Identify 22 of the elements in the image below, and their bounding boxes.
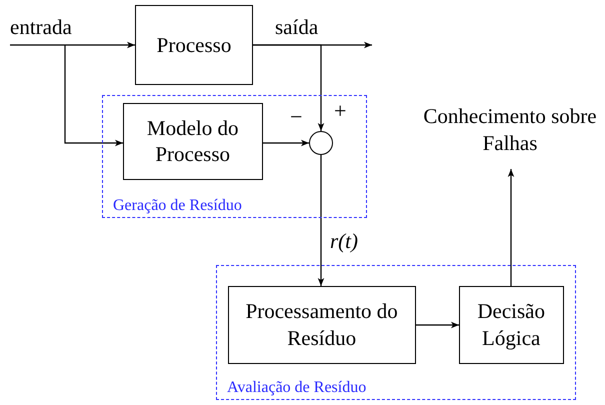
edge-label: r(t) (330, 230, 358, 254)
process-box: Processo (135, 5, 253, 85)
arrow (10, 42, 135, 48)
arrow (263, 140, 309, 146)
sign-label: + (334, 100, 346, 122)
sign-label: − (290, 106, 302, 128)
arrow (416, 322, 459, 328)
arrow (253, 44, 324, 131)
dashed-group-box (102, 95, 367, 218)
process-box: Modelo do Processo (122, 102, 263, 180)
group-title: Geração de Resíduo (113, 197, 242, 215)
text-label: entrada (10, 14, 110, 45)
arrow (318, 155, 324, 286)
process-box: Decisão Lógica (458, 286, 564, 364)
group-title: Avaliação de Resíduo (227, 379, 366, 397)
text-label: Conhecimento sobre Falhas (420, 103, 600, 169)
arrow (508, 169, 514, 286)
summing-junction (308, 130, 333, 155)
arrow (64, 45, 123, 146)
process-box: Processamento do Resíduo (228, 286, 416, 364)
text-label: saída (275, 14, 372, 45)
dashed-group-box (216, 265, 576, 400)
